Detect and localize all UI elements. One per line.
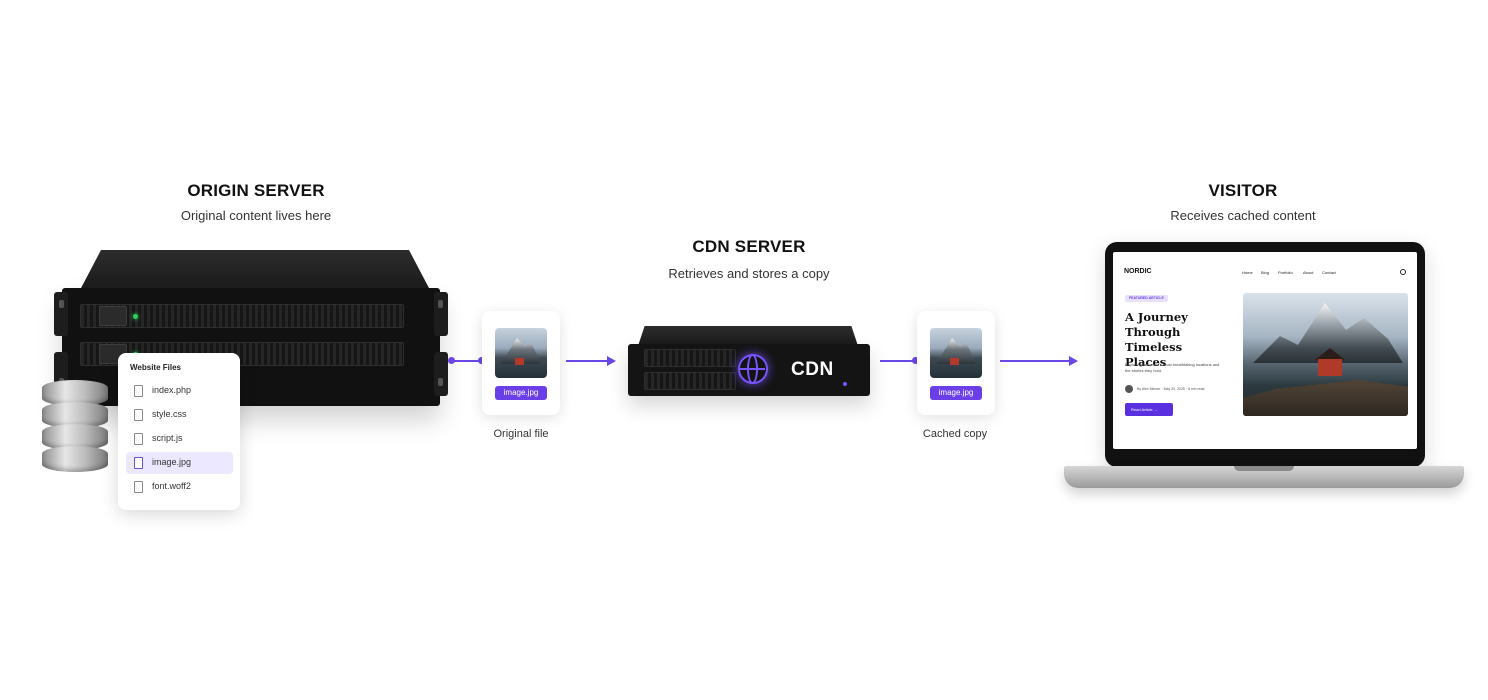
rack-ear-right-lower — [434, 352, 448, 396]
cdn-subtitle: Retrieves and stores a copy — [668, 266, 830, 281]
rocks-shape — [1243, 380, 1408, 416]
file-icon — [134, 481, 143, 493]
file-name: index.php — [152, 385, 192, 395]
status-led-icon — [133, 314, 138, 319]
website-files-panel: Website Files index.php style.css script… — [118, 353, 240, 510]
image-file-icon — [134, 457, 143, 469]
file-row[interactable]: font.woff2 — [126, 476, 233, 498]
hero-headline: A Journey Through Timeless Places — [1125, 310, 1188, 369]
database-disk — [42, 446, 108, 472]
globe-equator — [740, 368, 765, 370]
nav-link-home[interactable]: Home — [1242, 270, 1253, 275]
drive-bay — [80, 304, 404, 328]
hero-image — [1243, 293, 1408, 416]
laptop-notch — [1234, 466, 1294, 471]
rack-ear-hole — [59, 300, 64, 308]
nav-link-blog[interactable]: Blog — [1261, 270, 1270, 275]
connector-dot — [448, 357, 455, 364]
status-led-icon — [843, 382, 847, 386]
connector-dot — [912, 357, 919, 364]
site-brand[interactable]: NORDIC — [1124, 268, 1152, 275]
file-tag: image.jpg — [930, 386, 982, 400]
cdn-title: CDN SERVER — [692, 237, 806, 256]
files-panel-title: Website Files — [130, 363, 181, 372]
rack-ear-hole — [438, 300, 443, 308]
laptop-screen: NORDIC Home Blog Portfolio About Contact… — [1113, 252, 1417, 449]
file-row[interactable]: style.css — [126, 404, 233, 426]
cached-file-caption: Cached copy — [922, 428, 988, 440]
origin-title: ORIGIN SERVER — [187, 181, 325, 200]
file-name: font.woff2 — [152, 481, 191, 491]
database-disk — [42, 380, 108, 406]
nav-link-portfolio[interactable]: Portfolio — [1278, 270, 1293, 275]
cdn-server-top — [638, 326, 858, 346]
avatar — [1125, 385, 1133, 393]
house-shape — [515, 358, 524, 365]
arrow-right-icon — [1069, 356, 1078, 366]
file-name: image.jpg — [152, 457, 192, 467]
file-icon — [134, 409, 143, 421]
file-tag: image.jpg — [495, 386, 547, 400]
origin-server-top — [80, 250, 430, 290]
connector-dot — [478, 357, 485, 364]
house-shape — [950, 358, 959, 365]
origin-subtitle: Original content lives here — [180, 208, 332, 223]
file-row[interactable]: index.php — [126, 380, 233, 402]
cached-file-card: image.jpg — [917, 311, 995, 415]
connector-line — [452, 360, 484, 362]
visitor-title: VISITOR — [1208, 181, 1278, 200]
file-icon — [134, 385, 143, 397]
visitor-subtitle: Receives cached content — [1170, 208, 1316, 223]
nav-link-contact[interactable]: Contact — [1322, 270, 1336, 275]
rack-ear-left — [54, 292, 68, 336]
author-meta: By Alex Mercer · May 20, 2025 · 8 min re… — [1137, 387, 1205, 391]
read-article-button[interactable]: Read Article → — [1125, 403, 1173, 416]
rack-ear-hole — [438, 378, 443, 386]
featured-badge: FEATURED ARTICLE — [1125, 295, 1168, 302]
image-thumbnail — [495, 328, 547, 378]
laptop-base — [1064, 466, 1464, 488]
house-shape — [1318, 359, 1342, 376]
connector-line — [880, 360, 916, 362]
nav-link-about[interactable]: About — [1303, 270, 1314, 275]
file-row-selected[interactable]: image.jpg — [126, 452, 233, 474]
drive-bay — [644, 349, 736, 367]
file-row[interactable]: script.js — [126, 428, 233, 450]
database-disk — [42, 424, 108, 450]
file-icon — [134, 433, 143, 445]
connector-line — [1000, 360, 1070, 362]
drive-bay — [644, 372, 736, 390]
database-disk — [42, 402, 108, 428]
hero-description: Exploring the world's most breathtaking … — [1125, 362, 1220, 373]
cdn-server: CDN — [628, 344, 870, 396]
file-name: script.js — [152, 433, 183, 443]
file-name: style.css — [152, 409, 187, 419]
arrow-right-icon — [607, 356, 616, 366]
rack-ear-right — [434, 292, 448, 336]
cdn-label: CDN — [791, 359, 834, 380]
search-icon[interactable] — [1400, 269, 1406, 275]
connector-line — [566, 360, 608, 362]
globe-icon — [738, 354, 768, 384]
image-thumbnail — [930, 328, 982, 378]
original-file-caption: Original file — [493, 428, 549, 440]
drive-bay-handle — [99, 306, 127, 326]
original-file-card: image.jpg — [482, 311, 560, 415]
